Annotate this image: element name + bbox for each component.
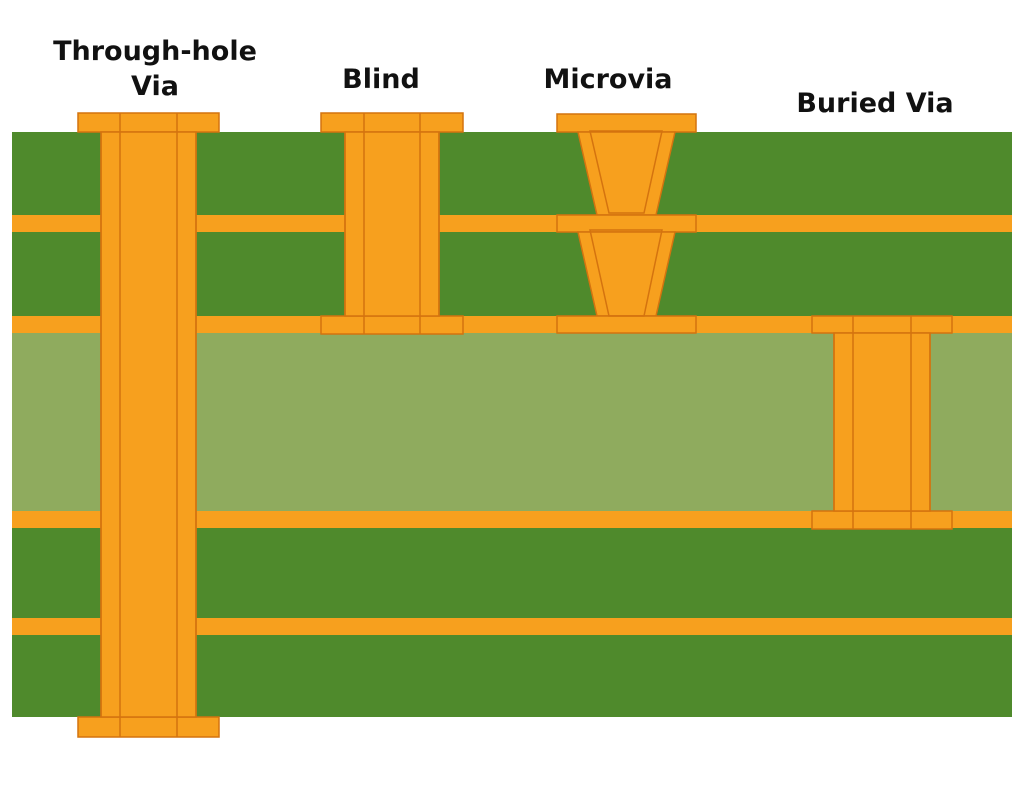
through-hole-via-label-line1: Through-hole (53, 36, 257, 67)
copper-layer-4 (12, 618, 1012, 635)
copper-layer-1 (12, 215, 1012, 232)
through-hole-via-label-line2: Via (131, 71, 179, 102)
buried-via (811, 315, 953, 530)
microvia (556, 113, 697, 334)
buried-via-label: Buried Via (796, 88, 953, 119)
microvia-label: Microvia (543, 64, 672, 95)
through-hole-via (77, 112, 220, 738)
copper-layer-3 (12, 511, 1012, 528)
copper-layer-2 (12, 316, 1012, 333)
blind-via-label: Blind (342, 64, 420, 95)
blind-via (320, 112, 464, 335)
